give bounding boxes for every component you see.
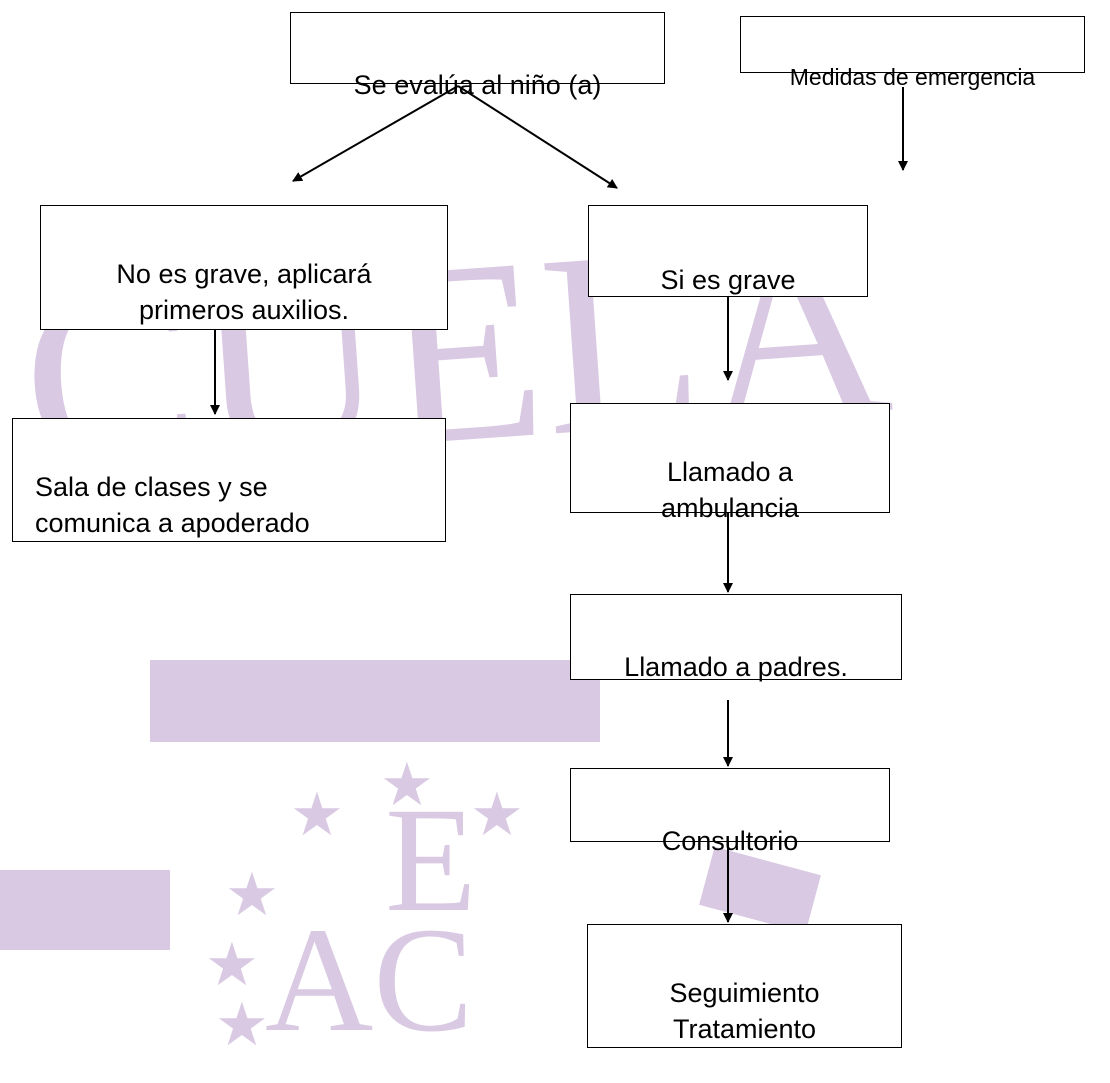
arrow-eval-to-si-grave	[457, 85, 618, 189]
svg-text:E: E	[385, 777, 477, 943]
svg-text:★: ★	[380, 752, 434, 818]
node-label: Seguimiento Tratamiento	[669, 978, 820, 1044]
node-call-ambulance: Llamado a ambulancia	[570, 403, 890, 523]
node-label: Consultorio	[661, 826, 799, 856]
node-not-serious: No es grave, aplicará primeros auxilios.	[40, 205, 448, 330]
node-label: Si es grave	[660, 265, 796, 295]
node-label: Llamado a ambulancia	[660, 457, 800, 523]
node-label: No es grave, aplicará primeros auxilios.	[116, 259, 372, 325]
arrow-eval-to-no-grave	[292, 85, 459, 182]
node-classroom: Sala de clases y se comunica a apoderado	[12, 418, 446, 542]
node-label: Sala de clases y se comunica a apoderado	[35, 472, 310, 538]
node-serious: Si es grave	[588, 205, 868, 297]
svg-text:★: ★	[470, 782, 524, 848]
node-label: Se evalúa al niño (a)	[353, 70, 602, 100]
node-evaluate-child: Se evalúa al niño (a)	[290, 12, 665, 100]
node-emergency-measures: Medidas de emergencia	[740, 16, 1085, 90]
node-label: Medidas de emergencia	[789, 64, 1036, 90]
svg-text:★: ★	[205, 932, 259, 998]
flowchart: CUELA E AC ★ ★ ★ ★ ★ ★	[0, 12, 1085, 1048]
node-label: Llamado a padres.	[624, 652, 848, 682]
node-follow-up: Seguimiento Tratamiento	[587, 924, 902, 1048]
node-clinic: Consultorio	[570, 768, 890, 856]
connector-arrows	[210, 85, 908, 923]
svg-text:AC: AC	[265, 897, 473, 1048]
svg-text:★: ★	[290, 782, 344, 848]
node-call-parents: Llamado a padres.	[570, 594, 902, 682]
svg-text:★: ★	[215, 992, 269, 1048]
svg-text:★: ★	[225, 862, 279, 928]
